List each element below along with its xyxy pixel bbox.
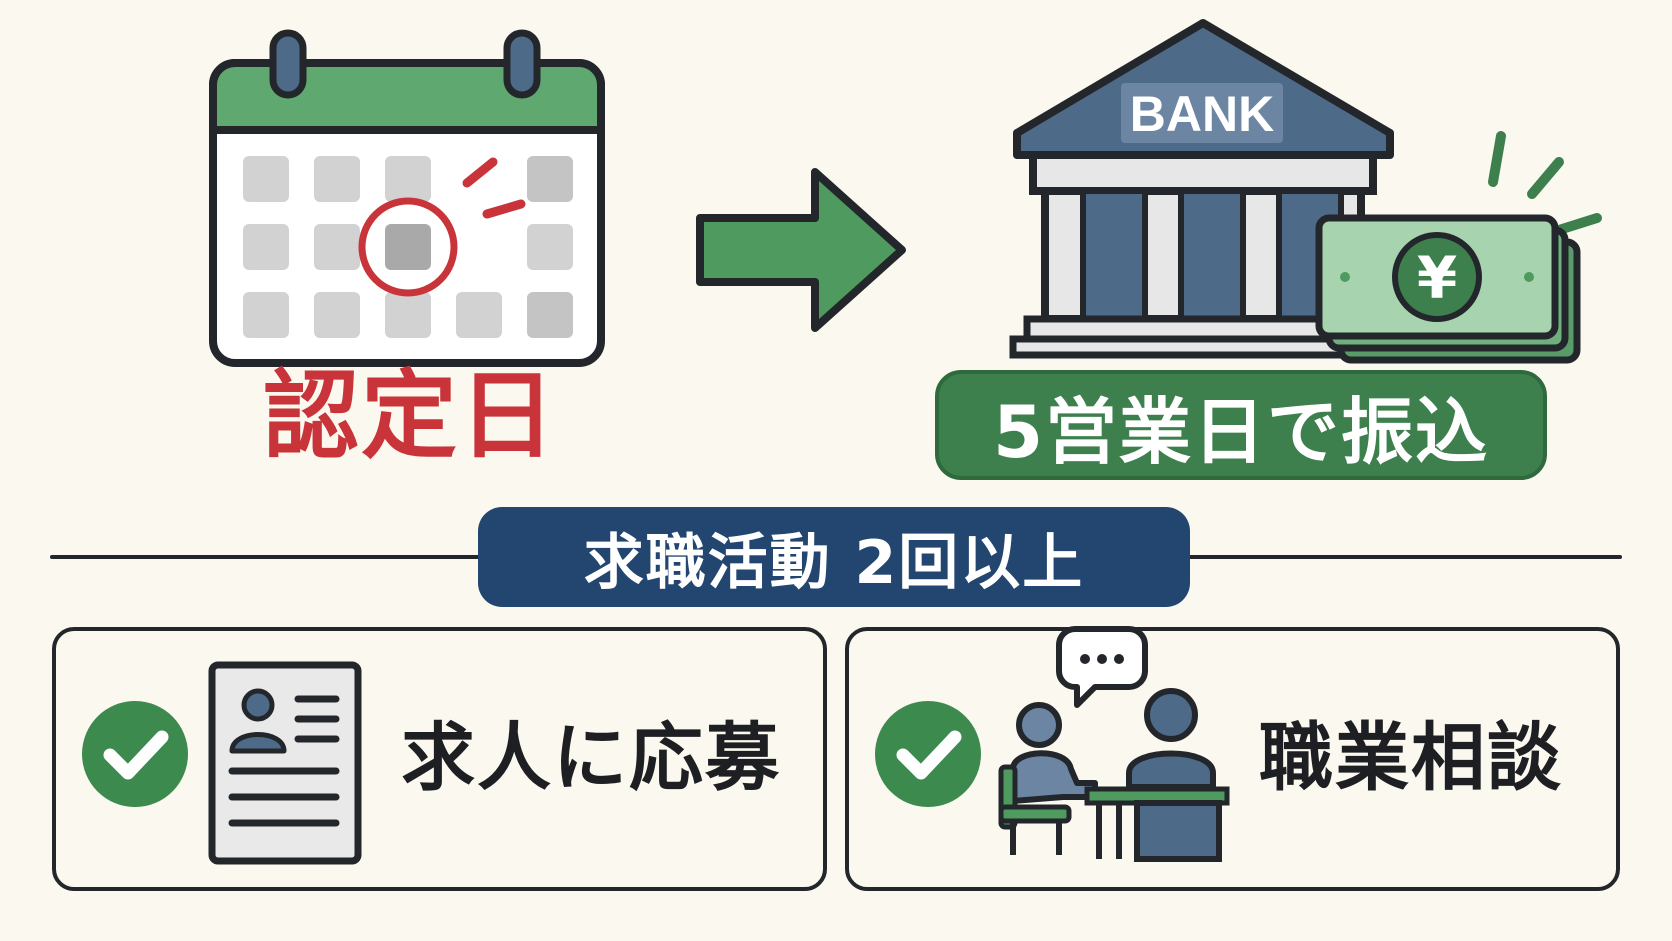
resume-graphic (208, 661, 362, 865)
job-search-requirement-badge: 求職活動 2回以上 (478, 507, 1190, 607)
job-search-requirement-label: 求職活動 2回以上 (583, 527, 1085, 598)
arrow-right-icon (690, 160, 915, 340)
banknote-graphic: ¥ (1315, 131, 1602, 364)
bank-sign: BANK (1130, 86, 1274, 142)
banknote-icon: ¥ (1315, 122, 1615, 367)
card-career-consultation: 職業相談 (845, 626, 1620, 891)
card-job-application: 求人に応募 (52, 627, 827, 891)
check-circle-icon (78, 697, 192, 815)
transfer-timing-badge: 5営業日で振込 (935, 370, 1547, 480)
bank-building-icon: BANK (1005, 15, 1400, 360)
check-graphic (82, 701, 188, 807)
calendar-icon (205, 28, 610, 373)
consultation-icon (987, 623, 1247, 887)
check-circle-icon (871, 697, 985, 815)
calendar-graphic (209, 29, 605, 367)
transfer-timing-label: 5営業日で振込 (992, 389, 1490, 474)
career-consultation-label: 職業相談 (1259, 715, 1563, 801)
resume-icon (206, 659, 364, 871)
divider-right (1180, 555, 1622, 559)
recognition-day-label: 認定日 (263, 360, 557, 472)
divider-left (50, 555, 490, 559)
bank-graphic: BANK (1009, 19, 1397, 359)
job-application-label: 求人に応募 (401, 715, 781, 801)
yen-symbol: ¥ (1417, 244, 1457, 312)
check-graphic (875, 701, 981, 807)
consultation-graphic (998, 626, 1230, 862)
arrow-graphic (696, 168, 906, 332)
